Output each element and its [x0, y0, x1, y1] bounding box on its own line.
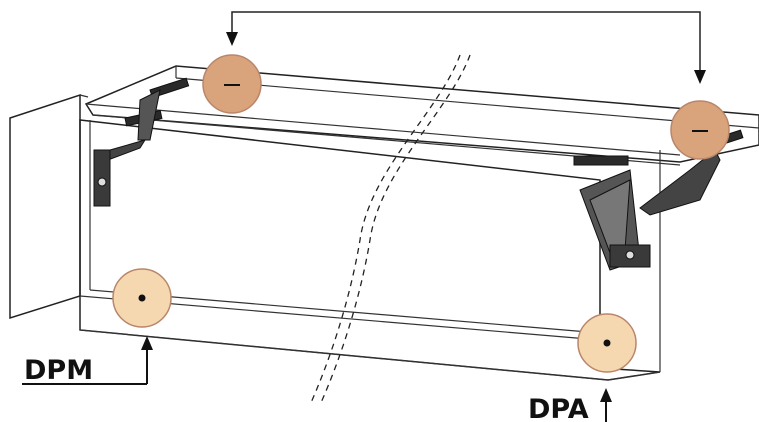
left-side-panel — [9, 93, 89, 320]
front-panel — [79, 119, 661, 381]
break-lines — [309, 54, 471, 406]
arrow-down-icon-right — [694, 70, 706, 84]
right-hinge-mechanism — [573, 129, 744, 271]
dpa-callout: DPA — [528, 388, 612, 422]
arrow-down-icon-left — [226, 32, 238, 46]
mounting-marker-top-right — [670, 100, 730, 160]
dpm-label: DPM — [24, 355, 93, 386]
top-connector-bracket — [226, 11, 706, 84]
lid-panel — [84, 65, 759, 166]
arrow-up-icon-dpm — [141, 336, 153, 350]
mounting-marker-bottom-left — [112, 268, 172, 328]
arrow-up-icon-dpa — [600, 388, 612, 402]
mounting-marker-bottom-right — [577, 313, 637, 373]
mounting-marker-top-left — [202, 54, 262, 114]
dpa-label: DPA — [528, 394, 589, 422]
left-hinge-mechanism — [93, 77, 190, 207]
dpm-callout: DPM — [22, 336, 153, 386]
